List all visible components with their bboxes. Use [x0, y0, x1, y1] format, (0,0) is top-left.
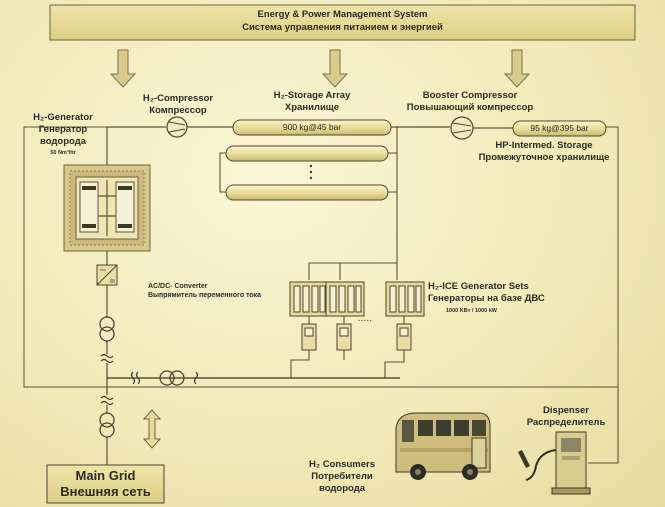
dispenser-label: Dispenser: [543, 405, 589, 416]
genset-ellipsis: .....: [358, 316, 373, 323]
h2-storage-label: H₂-Storage Array: [273, 90, 351, 101]
ice-sets-label: H₂-ICE Generator Sets: [428, 281, 529, 292]
dispenser-label-ru: Распределитель: [526, 417, 606, 428]
h2-generator-rate: 50 Nm³/hr: [50, 150, 76, 156]
main-grid-label: Main Grid: [75, 468, 136, 483]
h2-storage-capacity: 900 kg@45 bar: [282, 122, 342, 132]
dispenser-hose: [525, 449, 557, 481]
h2-generator-title: H₂-Generator: [33, 112, 93, 123]
storage-tank-2: [225, 145, 389, 162]
genset-power-links: [290, 316, 405, 378]
converter-label: AC/DC- Converter: [148, 283, 208, 290]
hp-storage-capacity: 95 kg@395 bar: [530, 123, 589, 133]
booster-compressor-symbol: [450, 116, 474, 140]
transformer-symbol-bus: [159, 370, 185, 386]
storage-tank-3: [225, 184, 389, 201]
control-arrows: [109, 49, 531, 88]
h2-consumers-label-ru1: Потребители: [311, 471, 373, 482]
hp-storage-label: HP-Intermed. Storage: [495, 140, 593, 151]
control-loop-line: [23, 126, 619, 388]
h2-compressor-label-ru: Компрессор: [149, 105, 207, 116]
ice-sets-rating: 1000 KBт / 1000 kW: [446, 308, 497, 314]
storage-tanks: [225, 119, 392, 201]
breaker-symbol-bus: [130, 371, 141, 385]
booster-compressor-label-ru: Повышающий компрессор: [406, 102, 534, 113]
bus-vehicle-image: [395, 412, 491, 480]
h2-generator-title-ru2: водорода: [39, 136, 87, 147]
fuel-pipe-gensets: [308, 192, 398, 280]
h2-generator-unit: [63, 164, 151, 252]
dispenser-supply-line: [588, 387, 619, 464]
breaker-symbol-1: [100, 353, 114, 364]
genset-3: [385, 281, 425, 351]
ice-sets-label-ru: Генераторы на базе ДВС: [428, 293, 545, 304]
h2-consumers-label: H₂ Consumers: [309, 459, 375, 470]
h2-compressor-label: H₂-Compressor: [142, 93, 214, 104]
booster-compressor-label: Booster Compressor: [422, 90, 518, 101]
h2-compressor-symbol: [166, 116, 188, 138]
transformer-symbol-1: [99, 316, 115, 342]
h2-generator-title-ru1: Генератор: [38, 124, 88, 135]
genset-2: [325, 281, 365, 351]
main-grid-box: [46, 464, 165, 504]
hp-storage-tank: [512, 120, 607, 137]
energy-system-title-ru: Система управления питанием и энергией: [242, 22, 443, 33]
h2-storage-label-ru: Хранилище: [284, 102, 340, 113]
converter-label-ru: Выпрямитель переменного тока: [148, 292, 262, 299]
hp-storage-label-ru: Промежуточное хранилище: [478, 152, 610, 163]
acdc-converter-symbol: [96, 264, 118, 286]
breaker-symbol-2: [100, 395, 114, 406]
ice-generator-sets: [289, 281, 425, 351]
energy-management-box: [49, 4, 636, 41]
main-grid-label-ru: Внешняя сеть: [60, 484, 151, 499]
arrow-storage: [321, 49, 349, 88]
h2-consumers-label-ru2: водорода: [318, 483, 366, 494]
energy-system-title: Energy & Power Management System: [257, 9, 428, 20]
arrow-generator: [109, 49, 137, 88]
arrow-booster: [503, 49, 531, 88]
dispenser-unit: [551, 431, 591, 495]
bidirectional-power-arrow: [142, 409, 162, 449]
transformer-symbol-2: [99, 412, 115, 438]
